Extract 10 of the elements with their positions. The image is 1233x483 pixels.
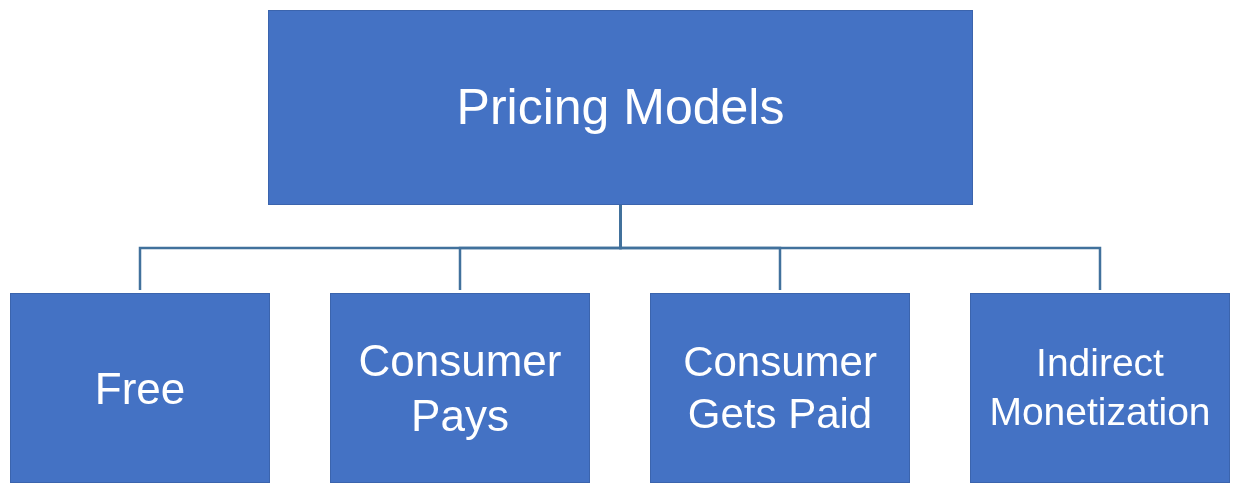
box-label: Indirect Monetization [988,340,1212,435]
category-box [268,10,973,205]
box-label: Consumer Gets Paid [682,336,878,439]
box-label: Consumer Pays [357,335,563,442]
box-label: Pricing Models [456,78,785,138]
category-box [970,293,1230,483]
box-label: Free [94,362,186,415]
category-box [330,293,590,483]
category-box [650,293,910,483]
category-box [10,293,270,483]
